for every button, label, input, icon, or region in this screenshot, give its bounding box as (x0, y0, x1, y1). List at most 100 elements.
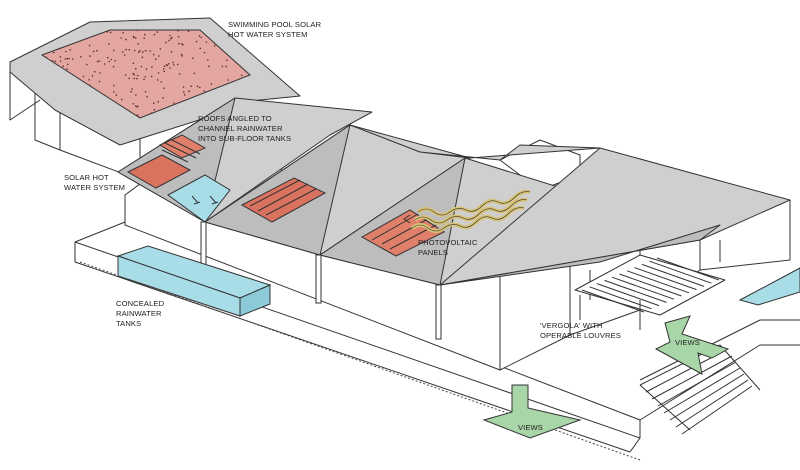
stipple-dot (133, 77, 135, 80)
stipple-dot (136, 77, 138, 80)
louvre-slat (619, 273, 682, 297)
label-rainwater-tanks: CONCEALED RAINWATER TANKS (116, 299, 166, 328)
stipple-dot (162, 97, 164, 99)
stipple-dot (203, 51, 206, 54)
stipple-dot (66, 57, 69, 60)
stipple-dot (135, 94, 137, 96)
stipple-dot (53, 51, 55, 54)
stipple-dot (183, 94, 186, 96)
stipple-dot (177, 29, 179, 32)
stipple-dot (176, 63, 179, 66)
stipple-dot (163, 70, 165, 73)
stipple-dot (113, 84, 115, 87)
louvre-slat (611, 276, 675, 300)
louvre-slat (589, 286, 652, 310)
stipple-dot (193, 72, 196, 75)
swimming-pool (738, 267, 800, 306)
collector-stipple (45, 29, 243, 118)
stipple-dot (172, 61, 174, 64)
label-vergola: 'VERGOLA' WITH OPERABLE LOUVRES (540, 321, 621, 340)
vergola-louvres (574, 254, 726, 330)
concealed-rainwater-tank (116, 245, 272, 317)
roof-2 (204, 124, 471, 256)
stipple-dot (66, 68, 68, 70)
stipple-dot (133, 36, 135, 39)
stipple-dot (51, 60, 54, 62)
stipple-dot (195, 40, 198, 43)
stipple-dot (110, 58, 113, 61)
stipple-dot (136, 114, 139, 116)
stipple-dot (142, 51, 144, 53)
louvre-slat (604, 279, 667, 303)
label-pool-solar: SWIMMING POOL SOLAR HOT WATER SYSTEM (228, 20, 323, 39)
stipple-dot (80, 56, 82, 58)
stipple-dot (64, 58, 67, 60)
stipple-dot (82, 75, 85, 78)
stipple-dot (120, 37, 122, 39)
stipple-dot (171, 36, 173, 39)
stipple-dot (121, 98, 123, 101)
stipple-dot (182, 86, 185, 88)
stipple-dot (200, 36, 203, 39)
rain-arrow-icon (191, 195, 219, 205)
stipple-dot (136, 29, 139, 32)
louvre-slat (596, 283, 660, 307)
louvre-slat (581, 289, 645, 313)
stipple-dot (187, 30, 190, 33)
stipple-dot (92, 50, 95, 53)
stipple-dot (59, 47, 61, 50)
stipple-dot (205, 41, 208, 43)
stipple-dot (177, 35, 180, 38)
stipple-dot (128, 77, 130, 80)
stipple-dot (130, 90, 132, 93)
stipple-dot (124, 74, 127, 76)
stipple-dot (210, 83, 213, 85)
stipple-dot (173, 64, 175, 66)
stipple-dot (110, 31, 112, 34)
stipple-dot (143, 78, 145, 81)
stipple-dot (103, 63, 106, 65)
stipple-dot (68, 57, 70, 60)
stipple-dot (169, 67, 171, 69)
stipple-dot (163, 87, 165, 89)
stipple-dot (98, 80, 101, 83)
louvre-slat (634, 267, 697, 291)
stipple-dot (134, 105, 137, 107)
stipple-dot (106, 31, 109, 33)
label-photovoltaic: PHOTOVOLTAIC PANELS (418, 238, 480, 257)
stipple-dot (190, 85, 192, 87)
stipple-dot (144, 91, 147, 93)
stipple-dot (182, 44, 184, 46)
stipple-dot (240, 74, 243, 77)
label-views-bottom: VIEWS (518, 423, 543, 432)
label-roofs-angled: ROOFS ANGLED TO CHANNEL RAINWATER INTO S… (198, 114, 291, 143)
stipple-dot (133, 73, 135, 76)
stipple-dot (128, 49, 130, 51)
stipple-dot (140, 65, 143, 68)
stipple-dot (69, 48, 72, 51)
stipple-dot (178, 73, 181, 75)
stipple-dot (181, 55, 183, 57)
stipple-dot (173, 102, 175, 104)
stipple-dot (89, 84, 91, 87)
stipple-dot (96, 50, 98, 52)
stipple-dot (208, 65, 210, 68)
stipple-dot (157, 72, 160, 74)
stipple-dot (131, 88, 133, 90)
stipple-dot (196, 85, 199, 88)
sun-rays-icon (403, 189, 531, 233)
stipple-dot (153, 108, 156, 111)
stipple-dot (137, 51, 140, 53)
stipple-dot (132, 62, 135, 64)
stipple-dot (106, 56, 109, 59)
stipple-dot (112, 65, 115, 68)
stipple-dot (93, 70, 96, 73)
stipple-dot (114, 60, 116, 62)
stipple-dot (151, 66, 153, 68)
stipple-dot (45, 56, 47, 59)
stipple-dot (144, 76, 147, 78)
stipple-dot (159, 48, 162, 50)
stipple-dot (227, 79, 229, 81)
roof-1 (117, 97, 373, 223)
